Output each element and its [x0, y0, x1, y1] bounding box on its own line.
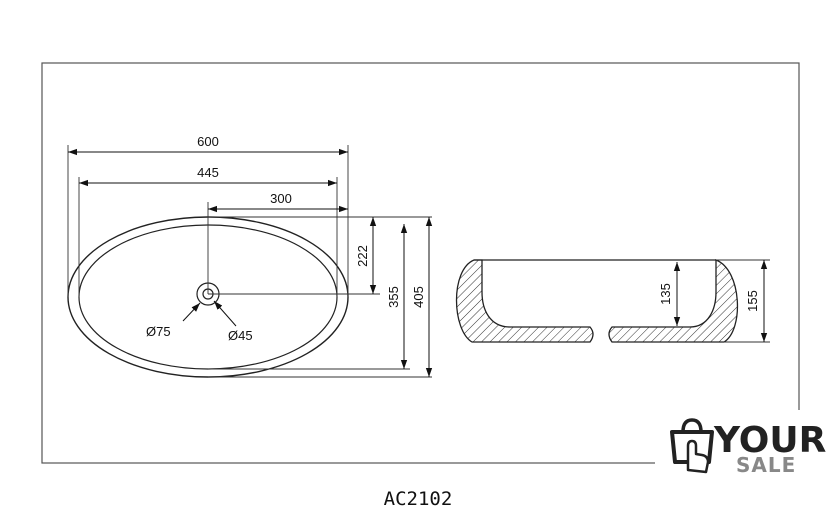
dim-600-label: 600 — [197, 134, 219, 149]
dim-155-label: 155 — [745, 290, 760, 312]
dim-355-label: 355 — [386, 286, 401, 308]
leader-d75 — [182, 302, 201, 322]
dim-222-label: 222 — [355, 245, 370, 267]
top-view: 600 445 300 222 355 405 Ø75 Ø45 — [67, 134, 433, 378]
brand-logo: YOUR SALE — [655, 410, 840, 478]
leader-d45 — [213, 300, 237, 327]
model-number: AC2102 — [384, 488, 453, 510]
drawing-frame — [41, 62, 800, 464]
dim-d75-label: Ø75 — [146, 324, 171, 339]
side-wall-right — [608, 259, 739, 343]
dim-d45-label: Ø45 — [228, 328, 253, 343]
brand-line1: YOUR — [713, 420, 826, 461]
dim-445-label: 445 — [197, 165, 219, 180]
shopping-bag-icon — [670, 418, 714, 474]
brand-line2: SALE — [736, 453, 796, 477]
dim-405-label: 405 — [411, 286, 426, 308]
dim-135-label: 135 — [658, 283, 673, 305]
dim-300-label: 300 — [270, 191, 292, 206]
side-wall-left — [455, 259, 594, 343]
side-view: 135 155 — [455, 259, 770, 343]
